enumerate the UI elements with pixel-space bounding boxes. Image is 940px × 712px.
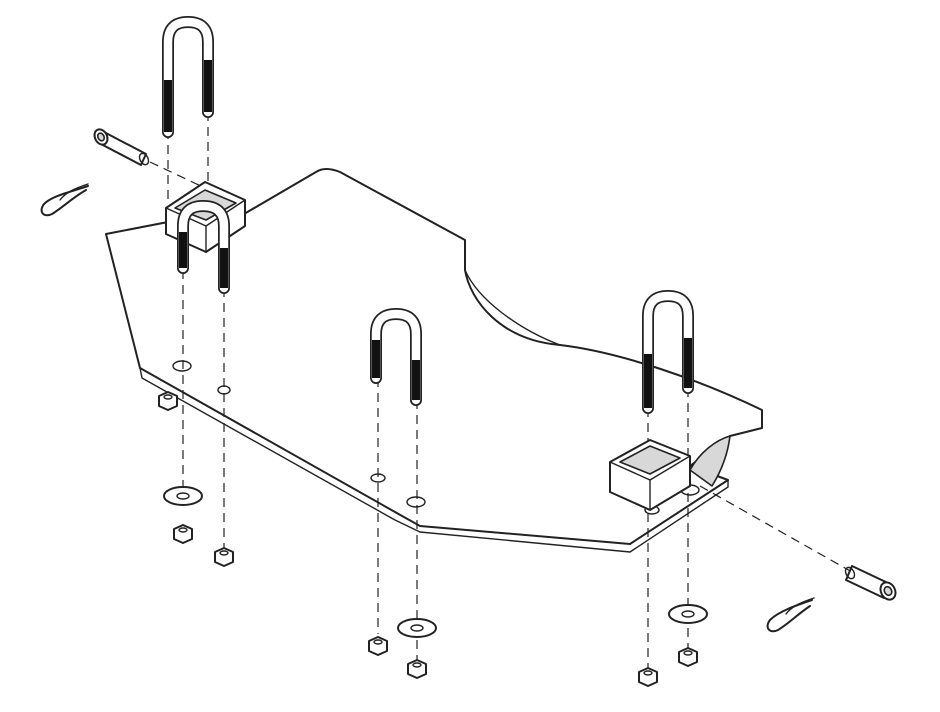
- r-clip-left-icon: [40, 183, 89, 217]
- mounting-plate: [105, 168, 763, 553]
- u-bolt-top-left-icon: [162, 16, 214, 138]
- r-clip-right-icon: [766, 597, 815, 633]
- receiver-tube-rear-icon: [609, 439, 691, 511]
- u-bolt-right-icon: [642, 290, 694, 414]
- flat-washer-center-icon: [397, 618, 437, 638]
- hex-nut-icon: [368, 636, 388, 656]
- hole-icon: [172, 360, 192, 372]
- hex-nut-icon: [638, 667, 658, 687]
- roller-icon: [689, 435, 731, 487]
- hole-icon: [406, 496, 426, 508]
- hex-nut-icon: [158, 391, 178, 411]
- hitch-pin-left-icon: [93, 128, 150, 166]
- flat-washer-right-icon: [668, 604, 708, 624]
- hitch-pin-right-icon: [844, 565, 897, 601]
- hex-nut-icon: [214, 547, 234, 567]
- hex-nut-icon: [407, 659, 427, 679]
- flat-washer-left-icon: [163, 486, 203, 506]
- u-bolt-center-icon: [370, 308, 422, 406]
- u-bolt-front-left-icon: [177, 200, 230, 294]
- plate-top-face: [105, 168, 763, 545]
- hex-nut-icon: [678, 647, 698, 667]
- hex-nut-icon: [173, 524, 193, 544]
